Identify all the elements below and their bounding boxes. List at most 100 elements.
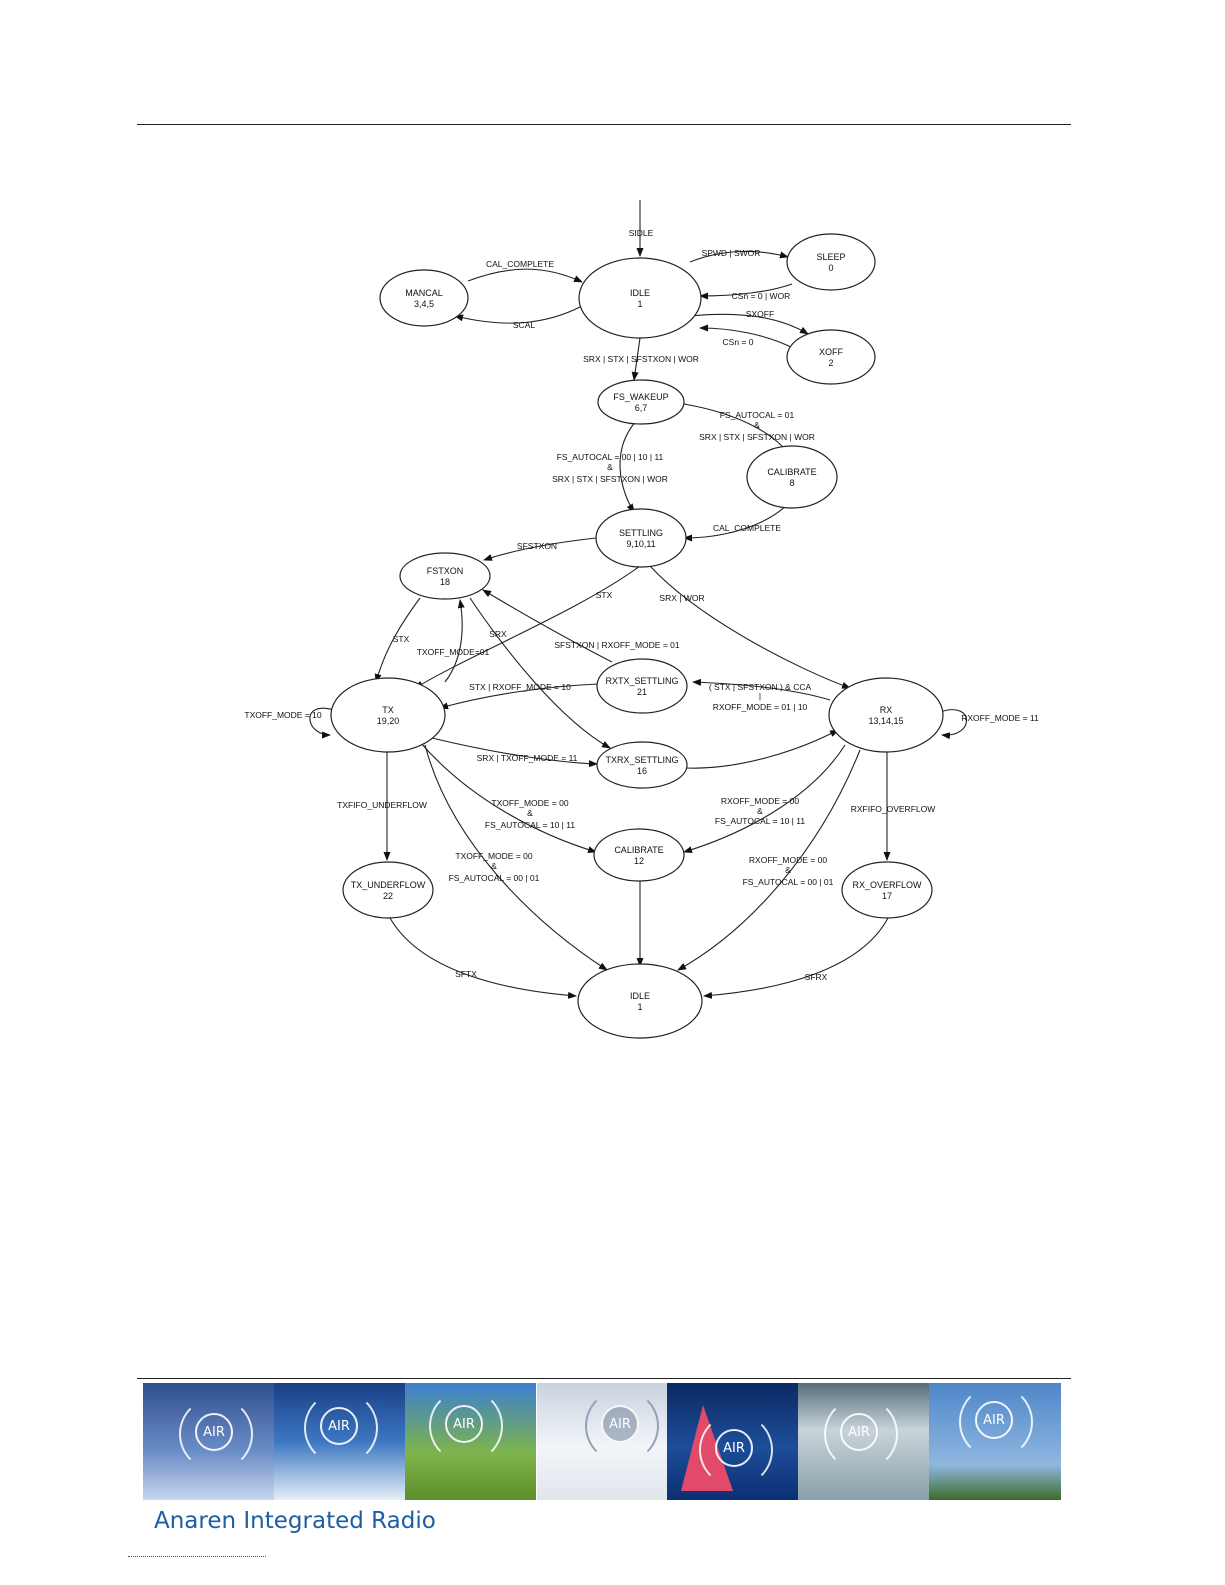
label-spwd-swor: SPWD | SWOR (702, 248, 761, 258)
state-calibrate-mid (593, 828, 685, 882)
edge-rxtx-tx (439, 683, 600, 710)
label-rx-cal-b: & (757, 806, 763, 816)
state-diagram: IDLE 1 SLEEP 0 MANCAL 3,4,5 XOFF 2 FS_WA… (244, 200, 1039, 1039)
label-tx-idle-b: & (491, 861, 497, 871)
label-tx-cal-b: & (527, 808, 533, 818)
label-rx-cal-a: RXOFF_MODE = 00 (721, 796, 799, 806)
edge-fstxon-tx (374, 597, 421, 683)
state-idle-bottom-num: 1 (637, 1002, 642, 1012)
edge-idle-fswakeup (631, 337, 641, 381)
state-sleep (786, 233, 876, 291)
edge-tx-txrx (431, 737, 598, 768)
label-tx-cal-a: TXOFF_MODE = 00 (491, 798, 568, 808)
label-scal: SCAL (513, 320, 535, 330)
state-rx-overflow (841, 861, 933, 919)
label-rx-to-rxtx-c: RXOFF_MODE = 01 | 10 (713, 702, 808, 712)
state-calibrate-top-name: CALIBRATE (767, 467, 816, 477)
banner-tile-kayak: AIR (798, 1383, 929, 1500)
state-txrx-settling-num: 16 (637, 766, 647, 776)
state-rx-overflow-name: RX_OVERFLOW (852, 880, 922, 890)
label-fsauto01-c: SRX | STX | SFSTXON | WOR (699, 432, 815, 442)
edge-cal-complete-top (467, 268, 583, 283)
label-tx-idle-c: FS_AUTOCAL = 00 | 01 (449, 873, 540, 883)
banner-tile-skateboard: AIR (143, 1383, 274, 1500)
state-mancal-name: MANCAL (405, 288, 443, 298)
state-rxtx-settling (596, 658, 688, 714)
state-settling-name: SETTLING (619, 528, 663, 538)
header-rule (137, 124, 1071, 125)
state-rxtx-settling-num: 21 (637, 687, 647, 697)
edge-sxoff (689, 313, 809, 335)
state-calibrate-mid-name: CALIBRATE (614, 845, 663, 855)
label-rx-idle-a: RXOFF_MODE = 00 (749, 855, 827, 865)
state-settling (595, 508, 687, 568)
label-rx-to-rxtx-b: | (759, 691, 761, 701)
edge-fswakeup-settling (619, 419, 638, 513)
edge-csn-wor (699, 283, 793, 300)
label-txoff10: TXOFF_MODE = 10 (244, 710, 321, 720)
state-fstxon-num: 18 (440, 577, 450, 587)
signal-waves-icon (179, 1397, 253, 1471)
edge-settling-tx (414, 565, 641, 689)
edge-csn0 (699, 324, 794, 349)
edge-tx-selfloop (309, 707, 335, 739)
footer-link-underline (128, 1556, 266, 1557)
state-sleep-name: SLEEP (816, 252, 845, 262)
air-badge-icon: AIR (601, 1405, 639, 1443)
label-rx-idle-b: & (785, 865, 791, 875)
state-idle-top-name: IDLE (630, 288, 650, 298)
edge-rx-selfloop (939, 709, 967, 740)
signal-waves-icon (699, 1413, 773, 1487)
edge-txrx-rx (685, 729, 839, 769)
banner-tile-sky: AIR (929, 1383, 1061, 1500)
state-tx (330, 677, 446, 753)
edge-calibrate-settling (683, 501, 791, 542)
edge-fstxon-txrx (469, 597, 611, 749)
state-calibrate-top-num: 8 (789, 478, 794, 488)
label-rx-cal-c: FS_AUTOCAL = 10 | 11 (715, 816, 805, 826)
label-srx-stx-top: SRX | STX | SFSTXON | WOR (583, 354, 699, 364)
state-settling-num: 9,10,11 (626, 539, 655, 549)
signal-waves-icon (429, 1389, 503, 1463)
state-idle-bottom-name: IDLE (630, 991, 650, 1001)
edge-rx-idle (677, 749, 861, 971)
label-csn0: CSn = 0 (723, 337, 754, 347)
signal-waves-icon (585, 1389, 659, 1463)
state-rxtx-settling-name: RXTX_SETTLING (605, 676, 678, 686)
state-nodes (330, 233, 944, 1039)
state-xoff-num: 2 (828, 358, 833, 368)
state-fstxon (399, 552, 491, 600)
edge-tx-fstxon (444, 599, 465, 683)
state-idle-bottom (577, 963, 703, 1039)
label-stx-fstxon: STX (393, 634, 410, 644)
state-tx-underflow-num: 22 (383, 891, 393, 901)
state-fs-wakeup (597, 379, 685, 425)
state-rx-name: RX (880, 705, 893, 715)
state-xoff-name: XOFF (819, 347, 844, 357)
label-sftx: SFTX (455, 969, 477, 979)
state-mancal-num: 3,4,5 (414, 299, 434, 309)
label-cal-complete-top: CAL_COMPLETE (486, 259, 554, 269)
air-badge-icon: AIR (840, 1413, 878, 1451)
edge-rx-rxtx (692, 678, 831, 701)
air-badge-icon: AIR (320, 1407, 358, 1445)
label-tx-cal-c: FS_AUTOCAL = 10 | 11 (485, 820, 575, 830)
state-tx-underflow (342, 861, 434, 919)
footer-banner-right: AIR AIR AIR AIR (537, 1383, 1061, 1500)
air-badge-icon: AIR (975, 1401, 1013, 1439)
state-tx-num: 19,20 (377, 716, 400, 726)
signal-waves-icon (824, 1397, 898, 1471)
edge-scal (454, 305, 583, 324)
state-xoff (786, 329, 876, 385)
label-fsauto00-b: & (607, 462, 613, 472)
state-calibrate-top (746, 445, 838, 509)
edge-txunderflow-idle (389, 917, 577, 999)
state-sleep-num: 0 (828, 263, 833, 273)
edge-settling-rx (649, 565, 851, 689)
banner-tile-ski: AIR (274, 1383, 405, 1500)
state-tx-name: TX (382, 705, 394, 715)
label-fsauto00-a: FS_AUTOCAL = 00 | 10 | 11 (557, 452, 664, 462)
air-badge-icon: AIR (445, 1405, 483, 1443)
label-srx-wor: SRX | WOR (659, 593, 704, 603)
label-srx-fstxon: SRX (489, 629, 507, 639)
